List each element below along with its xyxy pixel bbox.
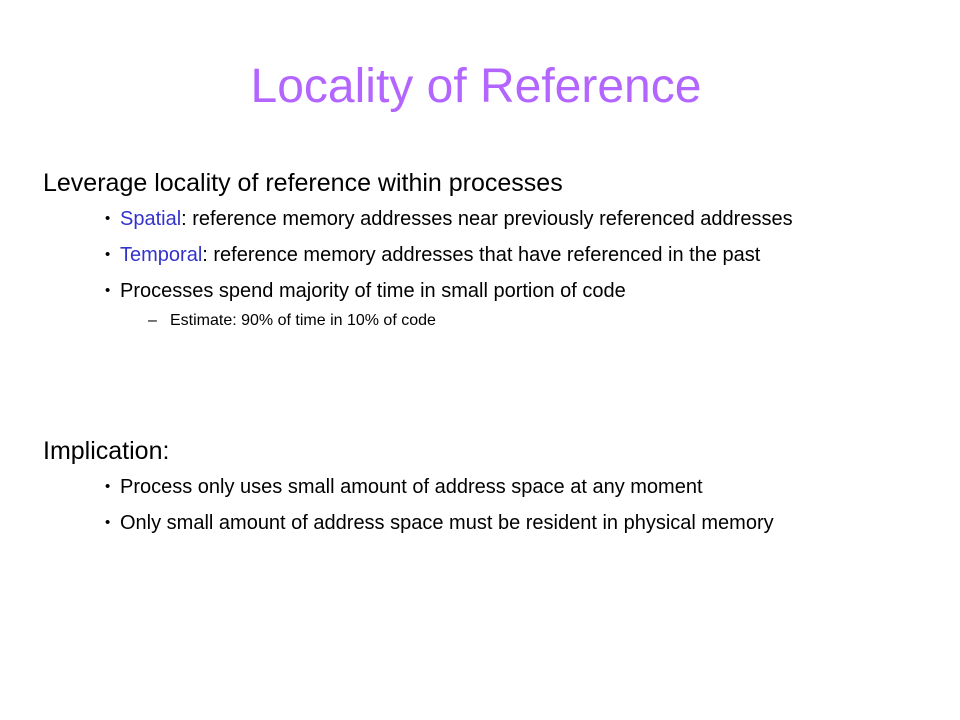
bullet-text: Processes spend majority of time in smal… [120,280,626,302]
slide-title: Locality of Reference [250,60,702,113]
bullet-item-processes: • Processes spend majority of time in sm… [43,279,923,303]
bullet-list: • Process only uses small amount of addr… [43,475,923,535]
bullet-icon: • [105,282,111,299]
bullet-icon: • [105,514,111,531]
bullet-icon: • [105,246,111,263]
section-implication: Implication: • Process only uses small a… [43,433,923,547]
bullet-item-resident: • Only small amount of address space mus… [43,511,923,535]
bullet-term: Spatial [120,208,182,230]
bullet-text: Only small amount of address space must … [120,512,774,534]
section-locality: Leverage locality of reference within pr… [43,165,923,342]
bullet-text: : reference memory addresses that have r… [202,244,761,266]
bullet-text: Process only uses small amount of addres… [120,476,703,498]
dash-icon: – [148,312,157,329]
bullet-item-temporal: • Temporal: reference memory addresses t… [43,243,923,267]
bullet-item-process-uses: • Process only uses small amount of addr… [43,475,923,499]
bullet-icon: • [105,210,111,227]
sub-bullet-text: Estimate: 90% of time in 10% of code [170,312,436,329]
bullet-item-spatial: • Spatial: reference memory addresses ne… [43,207,923,231]
section-heading: Implication: [43,437,170,465]
bullet-term: Temporal [120,244,203,266]
bullet-list: • Spatial: reference memory addresses ne… [43,207,923,332]
bullet-icon: • [105,478,111,495]
sub-bullet-item-estimate: – Estimate: 90% of time in 10% of code [43,310,923,332]
bullet-text: : reference memory addresses near previo… [181,208,793,230]
section-heading: Leverage locality of reference within pr… [43,169,563,197]
